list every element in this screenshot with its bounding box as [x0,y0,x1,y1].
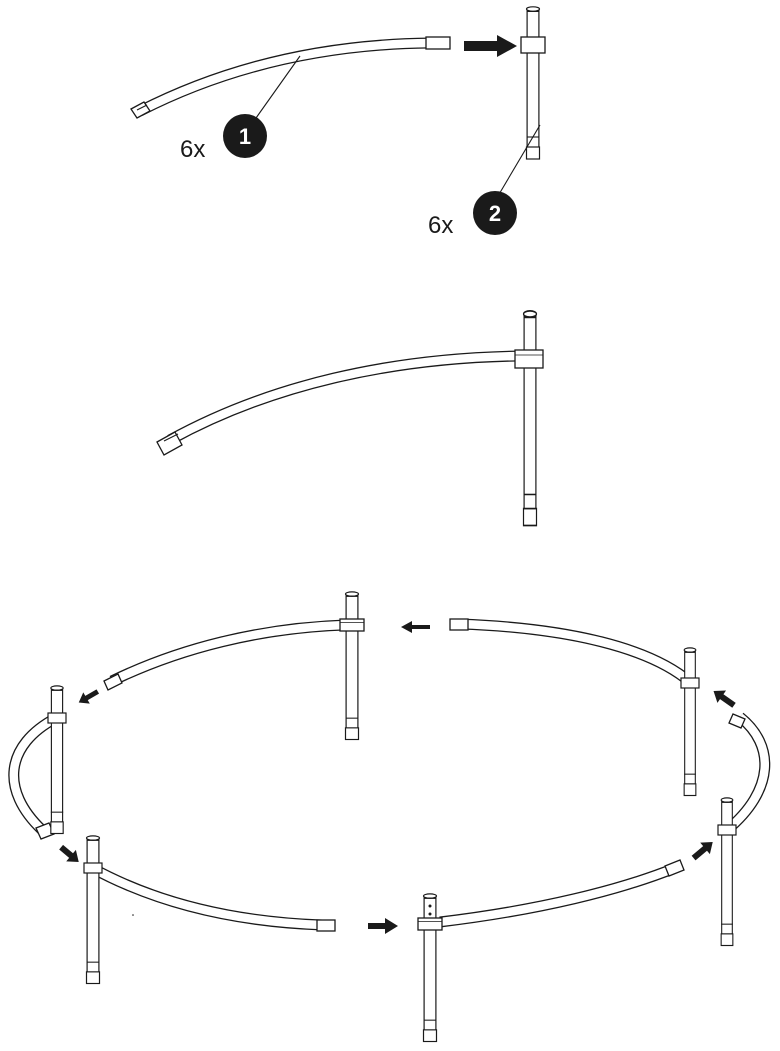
callout-2-number: 2 [489,201,501,226]
arrow-down-right [59,844,79,862]
leader-line-2 [497,124,541,197]
arrow-up-right [691,842,713,861]
step-2-assembled-part [156,310,544,527]
callout-2-quantity: 6x [428,212,453,239]
ring-rails [8,618,771,931]
callout-2: 6x 2 [428,191,517,239]
callout-1-number: 1 [239,124,251,149]
insert-arrow [464,35,517,57]
assembly-arrows [59,621,736,934]
callout-1-badge [223,114,267,158]
step-1-parts: 6x 1 6x 2 [130,6,546,239]
arrow-right [368,918,398,934]
step-3-ring-assembly [8,591,771,1043]
pole-part-2 [520,6,546,160]
rail-ends [35,618,746,932]
callout-2-badge [473,191,517,235]
arrow-left [401,621,430,633]
arrow-up-left [713,690,736,708]
ring-poles [47,591,737,1043]
callout-1: 6x 1 [180,114,267,163]
leader-line-1 [255,55,301,119]
arrow-down-left [78,689,100,704]
callout-1-quantity: 6x [180,136,205,163]
curved-rail-part-1 [130,36,451,119]
